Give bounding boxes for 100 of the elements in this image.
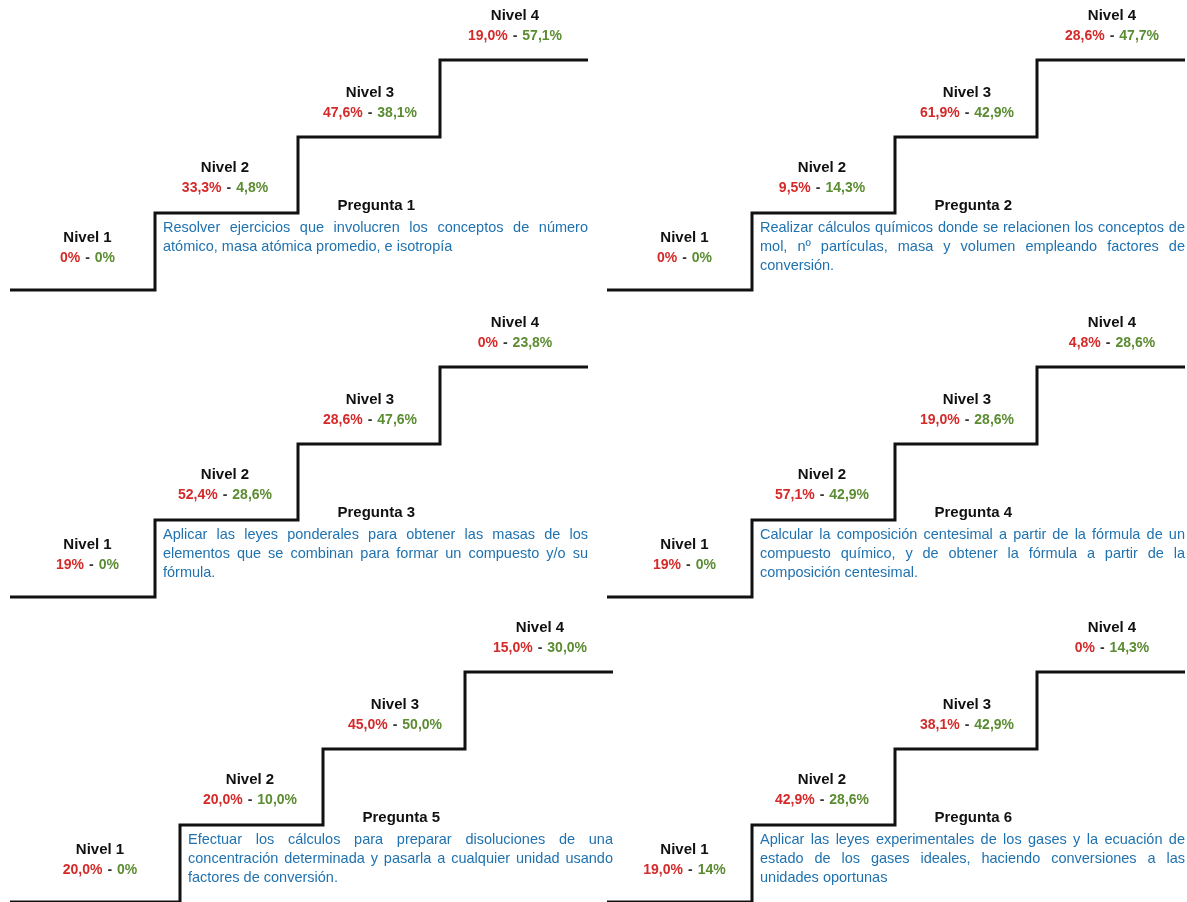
dash-separator: -: [1109, 27, 1115, 43]
question-title: Pregunta 6: [934, 808, 1013, 825]
level-label: Nivel 1: [660, 840, 709, 857]
dash-separator: -: [222, 486, 228, 502]
dash-separator: -: [815, 179, 821, 195]
percentage-value: 19,0%: [919, 411, 960, 427]
percentage-value: 33,3%: [181, 179, 222, 195]
level-label: Nivel 1: [63, 228, 112, 245]
level-label: Nivel 2: [200, 158, 250, 175]
level-label: Nivel 3: [942, 390, 992, 407]
percentage-value: 14,3%: [825, 179, 866, 195]
percentage-value: 10,0%: [257, 791, 298, 807]
percentage-value: 47,6%: [377, 411, 418, 427]
dash-separator: -: [502, 334, 508, 350]
percentage-value: 9,5%: [778, 179, 811, 195]
level-label: Nivel 3: [942, 83, 992, 100]
question-description: Aplicar las leyes experimentales de los gases y la ecuación de estado de los gases ideales, haciendo conversiones a las unidades oportunas: [760, 830, 1185, 887]
percentage-value: 50,0%: [402, 716, 443, 732]
level-label: Nivel 4: [490, 313, 540, 330]
percentage-value: 42,9%: [974, 104, 1015, 120]
percentage-value: 20,0%: [202, 791, 243, 807]
percentage-value: 0%: [477, 334, 498, 350]
percentage-value: 38,1%: [377, 104, 418, 120]
level-label: Nivel 4: [490, 6, 540, 23]
question-title: Pregunta 1: [337, 196, 416, 213]
percentage-value: 42,9%: [774, 791, 815, 807]
percentage-value: 0%: [117, 861, 138, 877]
percentage-value: 4,8%: [1068, 334, 1101, 350]
level-label: Nivel 4: [1087, 6, 1137, 23]
dash-separator: -: [512, 27, 518, 43]
percentage-value: 28,6%: [1115, 334, 1156, 350]
level-label: Nivel 3: [942, 695, 992, 712]
level-label: Nivel 3: [345, 390, 395, 407]
question-description: Efectuar los cálculos para preparar disoluciones de una concentración determinada y pasarla a cualquier unidad usando factores de conversión.: [188, 830, 613, 887]
level-label: Nivel 3: [345, 83, 395, 100]
dash-separator: -: [819, 486, 825, 502]
percentage-value: 20,0%: [62, 861, 103, 877]
question-description: Calcular la composición centesimal a partir de la fórmula de un compuesto químico, y de obtener la fórmula a partir de la composición centesimal.: [760, 525, 1185, 582]
question-title: Pregunta 5: [362, 808, 441, 825]
percentage-value: 19%: [653, 556, 682, 572]
dash-separator: -: [964, 411, 970, 427]
percentage-value: 42,9%: [829, 486, 870, 502]
dash-separator: -: [964, 104, 970, 120]
percentage-value: 0%: [691, 249, 713, 265]
question-title: Pregunta 4: [934, 503, 1013, 520]
percentage-value: 42,9%: [974, 716, 1015, 732]
percentage-value: 0%: [656, 249, 678, 265]
percentage-value: 61,9%: [919, 104, 960, 120]
percentage-value: 0%: [1074, 639, 1095, 655]
level-label: Nivel 3: [370, 695, 420, 712]
percentage-value: 28,6%: [322, 411, 363, 427]
level-label: Nivel 1: [660, 535, 709, 552]
level-label: Nivel 2: [797, 770, 847, 787]
dash-separator: -: [226, 179, 232, 195]
percentage-value: 14,3%: [1109, 639, 1150, 655]
level-label: Nivel 1: [660, 228, 709, 245]
percentage-value: 52,4%: [177, 486, 218, 502]
dash-separator: -: [107, 861, 113, 877]
percentage-value: 19,0%: [467, 27, 508, 43]
level-label: Nivel 1: [63, 535, 112, 552]
question-title: Pregunta 2: [934, 196, 1013, 213]
percentage-value: 45,0%: [347, 716, 388, 732]
percentage-value: 23,8%: [512, 334, 553, 350]
percentage-value: 4,8%: [236, 179, 269, 195]
question-description: Resolver ejercicios que involucren los conceptos de número atómico, masa atómica promedio, e isotropía: [163, 218, 588, 256]
dash-separator: -: [964, 716, 970, 732]
question-description: Aplicar las leyes ponderales para obtener las masas de los elementos que se combinan para formar un compuesto y/o su fórmula.: [163, 525, 588, 582]
level-label: Nivel 2: [200, 465, 250, 482]
dash-separator: -: [89, 556, 94, 572]
dash-separator: -: [537, 639, 543, 655]
level-label: Nivel 4: [1087, 313, 1137, 330]
percentage-value: 28,6%: [1064, 27, 1105, 43]
percentage-value: 28,6%: [829, 791, 870, 807]
level-label: Nivel 4: [515, 618, 565, 635]
percentage-value: 57,1%: [522, 27, 563, 43]
dash-separator: -: [392, 716, 398, 732]
percentage-value: 38,1%: [919, 716, 960, 732]
dash-separator: -: [686, 556, 691, 572]
level-label: Nivel 4: [1087, 618, 1137, 635]
percentage-value: 0%: [98, 556, 119, 572]
percentage-value: 0%: [59, 249, 81, 265]
percentage-value: 0%: [695, 556, 716, 572]
percentage-value: 47,7%: [1119, 27, 1160, 43]
dash-separator: -: [247, 791, 253, 807]
dash-separator: -: [85, 249, 90, 265]
percentage-value: 28,6%: [974, 411, 1015, 427]
question-title: Pregunta 3: [337, 503, 416, 520]
dash-separator: -: [688, 861, 693, 877]
percentage-value: 14%: [697, 861, 726, 877]
percentage-value: 57,1%: [774, 486, 815, 502]
dash-separator: -: [367, 411, 373, 427]
percentage-value: 28,6%: [232, 486, 273, 502]
dash-separator: -: [1099, 639, 1105, 655]
level-label: Nivel 2: [225, 770, 275, 787]
percentage-value: 0%: [94, 249, 116, 265]
percentage-value: 30,0%: [547, 639, 588, 655]
level-label: Nivel 2: [797, 158, 847, 175]
dash-separator: -: [367, 104, 373, 120]
percentage-value: 47,6%: [322, 104, 363, 120]
dash-separator: -: [682, 249, 687, 265]
